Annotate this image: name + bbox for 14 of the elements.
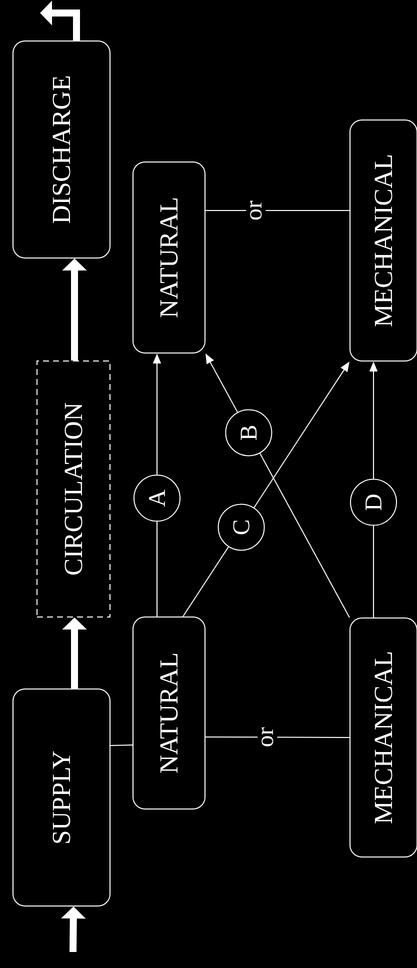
circled-letter: C [218,504,265,551]
process-box: DISCHARGE [12,40,110,258]
edge-label: or [246,196,266,224]
connector-line [110,744,133,746]
circled-letter: D [350,478,397,526]
option-box: MECHANICAL [350,120,417,362]
edge-label: or [258,723,278,752]
circled-letter: A [134,474,180,522]
dashed-box: CIRCULATION [36,360,110,618]
option-box: NATURAL [132,162,206,354]
option-box: MECHANICAL [350,618,417,858]
process-box: SUPPLY [12,688,110,906]
circled-letter: B [225,409,272,456]
option-box: NATURAL [132,616,206,810]
